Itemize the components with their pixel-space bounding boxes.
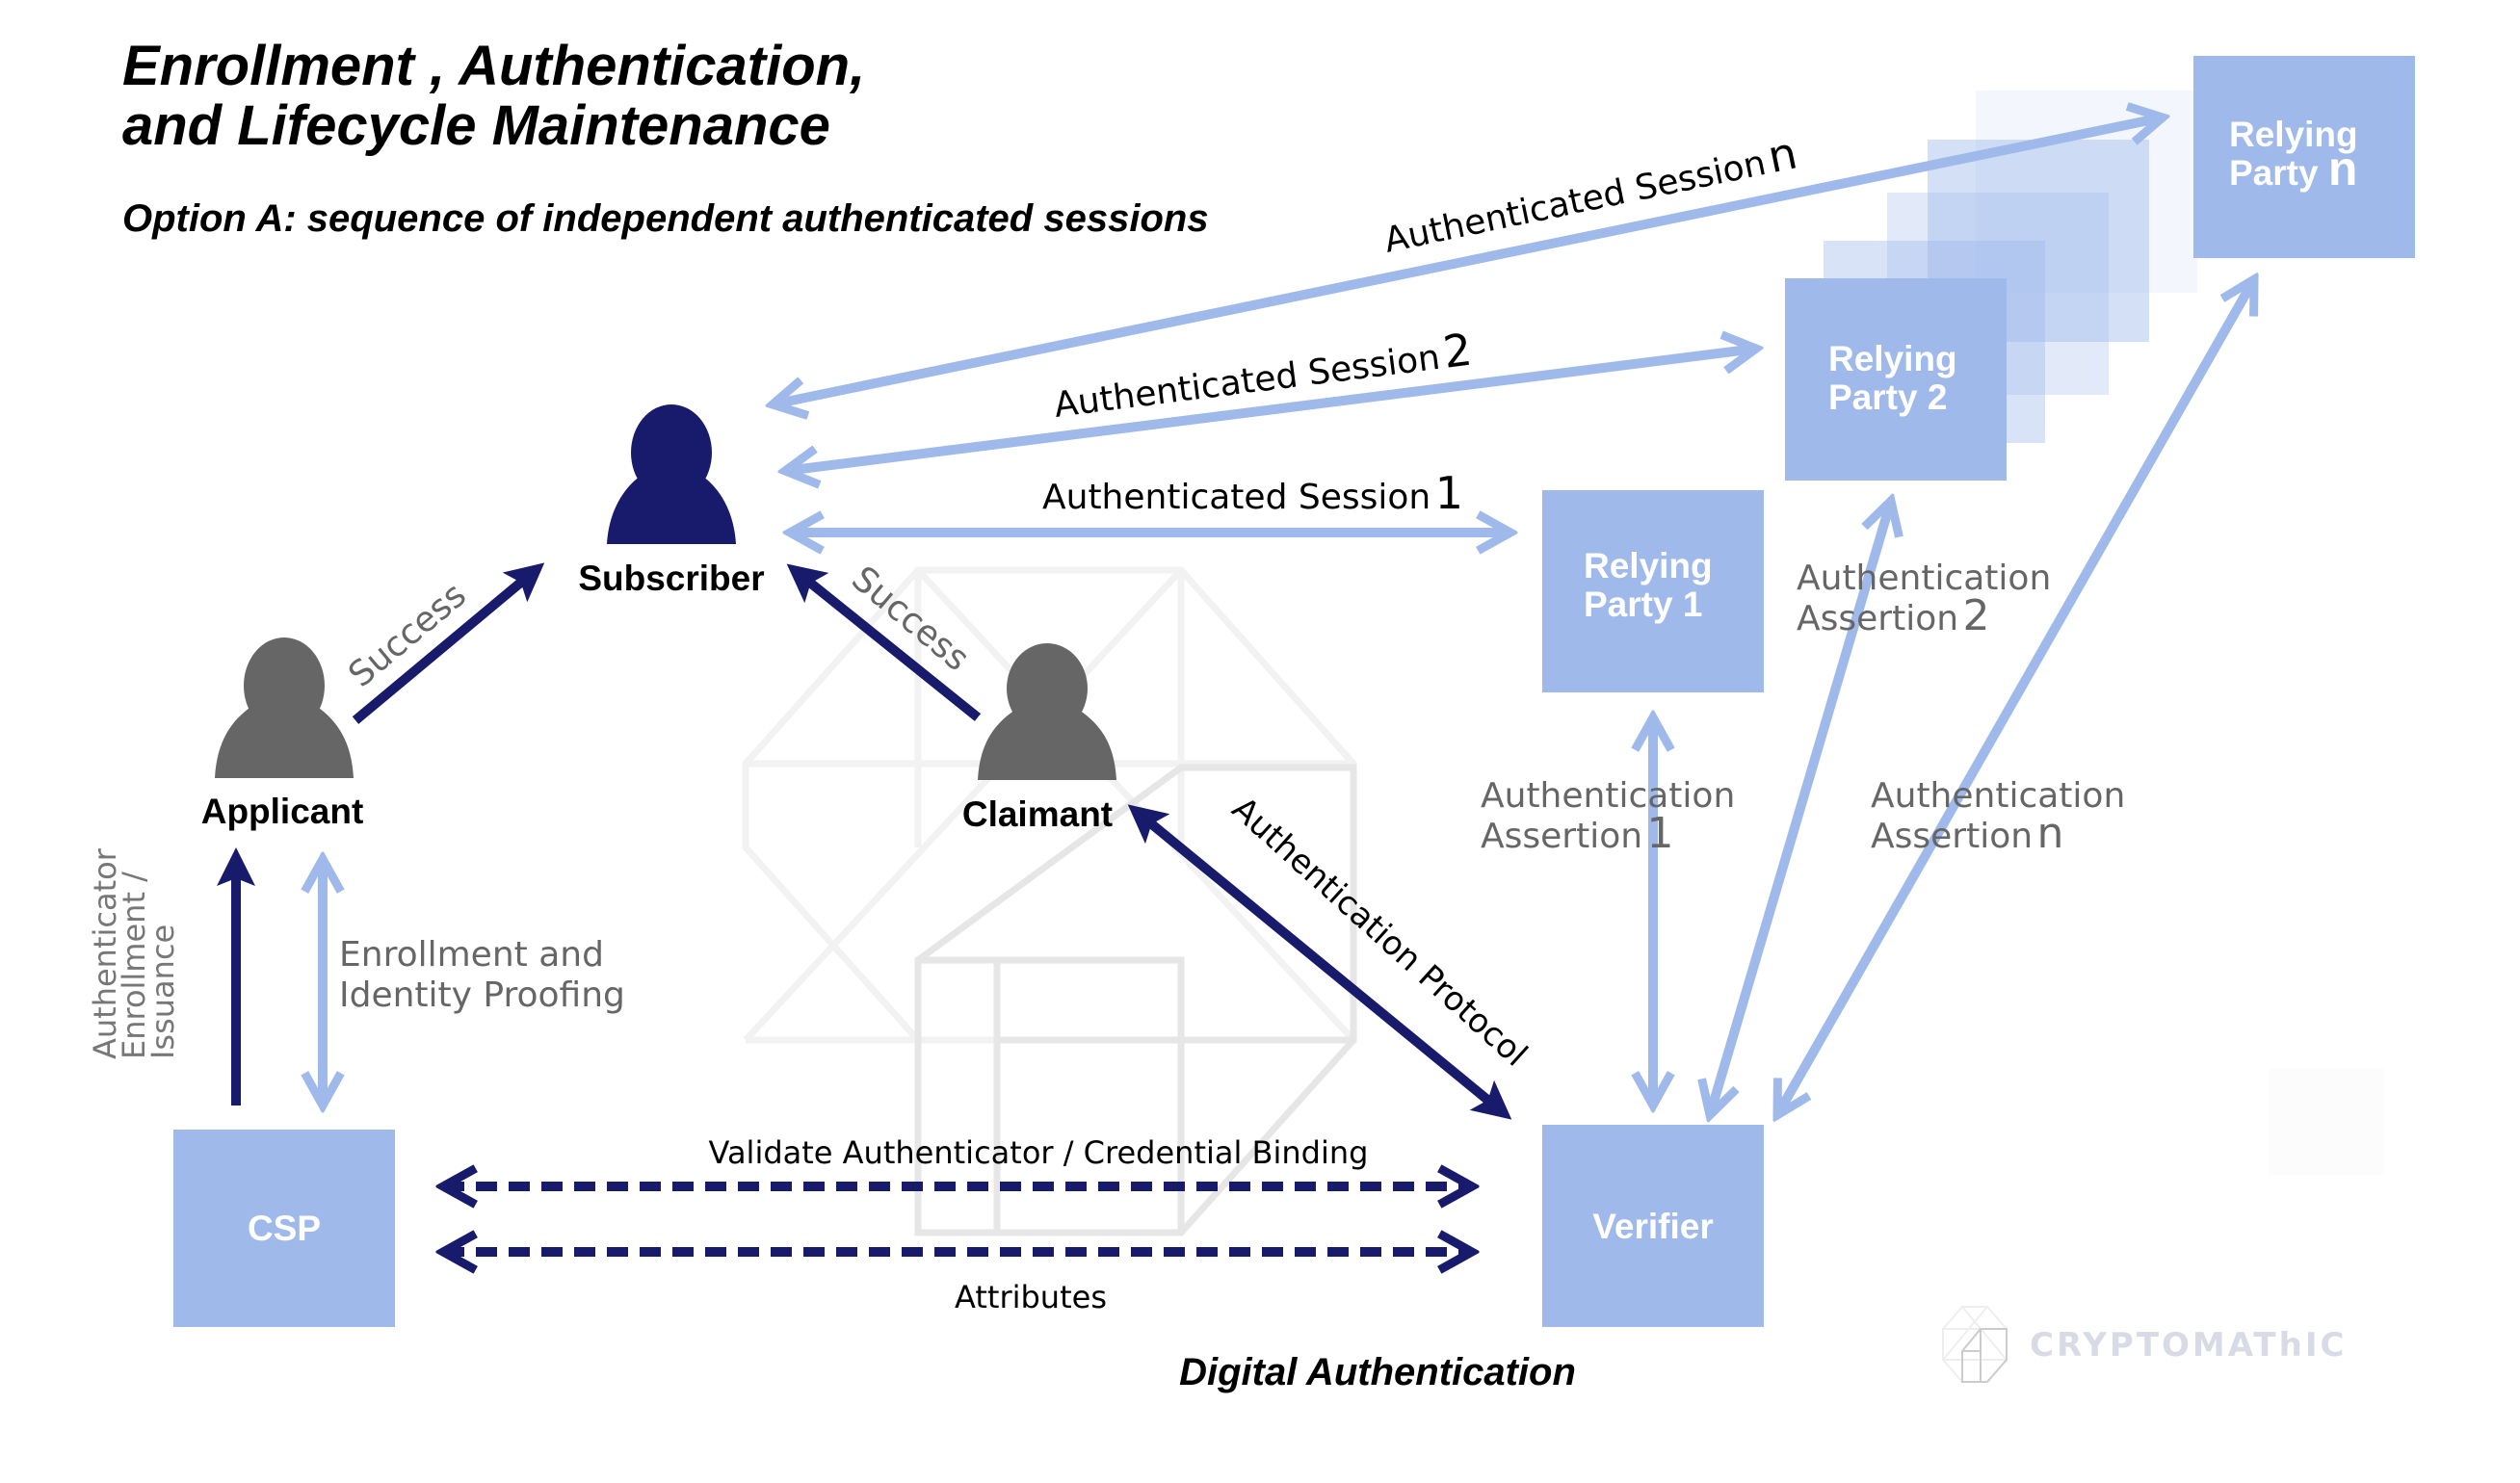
verifier-box[interactable]: Verifier (1542, 1125, 1764, 1327)
cryptomathic-logo: CRYPTOMAThIC (1942, 1306, 2347, 1383)
applicant-actor[interactable]: Applicant (201, 637, 364, 831)
success-claimant-arrow (786, 563, 982, 721)
relying-party-2-box[interactable]: Relying Party 2 (1785, 278, 2007, 481)
title-line-1: Enrollment , Authentication, (122, 35, 865, 97)
hypercube-logo-icon (1942, 1306, 2008, 1383)
rp1-label-line1: Relying (1584, 546, 1713, 585)
assertion-2-word: Assertion (1797, 599, 1958, 638)
assertion-2-line2: Assertion 2 (1797, 591, 1990, 640)
csp-label: CSP (248, 1209, 321, 1248)
relying-party-n-box[interactable]: Relying Party n (2193, 56, 2415, 258)
csp-box[interactable]: CSP (173, 1130, 395, 1327)
success-applicant-arrow (352, 562, 545, 724)
logo-text: CRYPTOMAThIC (2030, 1326, 2347, 1365)
session-n-label: Authenticated Session n (1378, 126, 1801, 262)
assertion-n-arrow (1777, 279, 2254, 1115)
assertion-n-line1: Authentication (1871, 776, 2125, 816)
assertion-1-label: Authentication Assertion 1 (1481, 776, 1735, 858)
session-1-label: Authenticated Session 1 (1042, 467, 1463, 519)
issuance-label-line3: Issuance (144, 924, 181, 1059)
assertion-2-num: 2 (1963, 591, 1990, 640)
issuance-label: Authenticator Enrollment / Issuance (87, 847, 181, 1059)
enrollment-label-line1: Enrollment and (339, 935, 604, 975)
assertion-n-line2: Assertion n (1871, 809, 2063, 858)
applicant-label: Applicant (201, 792, 364, 831)
issuance-label-line1: Authenticator (87, 847, 123, 1059)
enrollment-label-line2: Identity Proofing (339, 976, 625, 1015)
issuance-label-line2: Enrollment / (116, 872, 152, 1059)
assertion-2-line1: Authentication (1797, 559, 2051, 598)
assertion-1-line1: Authentication (1481, 776, 1735, 816)
faint-square (2269, 1069, 2384, 1175)
relying-party-1-box[interactable]: Relying Party 1 (1542, 490, 1764, 692)
session-2-num: 2 (1440, 324, 1475, 378)
rp2-label-line2: Party 2 (1828, 377, 1947, 417)
rpn-party-text: Party (2229, 153, 2319, 193)
assertion-1-num: 1 (1647, 809, 1674, 858)
rpn-label-line1: Relying (2229, 115, 2358, 154)
rpn-label-line2: Party n (2229, 142, 2357, 195)
claimant-label: Claimant (962, 794, 1113, 834)
assertion-n-label: Authentication Assertion n (1871, 776, 2125, 858)
claimant-actor[interactable]: Claimant (962, 643, 1116, 834)
session-n-num: n (1763, 126, 1801, 183)
rp2-label-line1: Relying (1828, 339, 1957, 378)
session-1-num: 1 (1435, 467, 1463, 519)
subscriber-label: Subscriber (578, 559, 764, 598)
attributes-label: Attributes (955, 1279, 1107, 1315)
verifier-label: Verifier (1592, 1207, 1713, 1246)
subtitle: Option A: sequence of independent authen… (122, 197, 1209, 240)
subscriber-actor[interactable]: Subscriber (578, 404, 765, 598)
authentication-protocol-arrow (1127, 804, 1512, 1120)
session-1-text: Authenticated Session (1042, 478, 1431, 517)
rp1-label-line2: Party 1 (1584, 585, 1702, 624)
claimant-person-icon (978, 643, 1116, 780)
assertion-n-word: Assertion (1871, 817, 2033, 856)
footer-caption: Digital Authentication (1179, 1351, 1576, 1393)
assertion-n-num: n (2037, 809, 2064, 858)
applicant-person-icon (215, 637, 354, 778)
title-line-2: and Lifecycle Maintenance (122, 94, 830, 157)
session-n-arrow (773, 117, 2163, 404)
subscriber-person-icon (607, 404, 736, 544)
assertion-1-line2: Assertion 1 (1481, 809, 1674, 858)
assertion-2-label: Authentication Assertion 2 (1797, 559, 2051, 640)
validate-binding-label: Validate Authenticator / Credential Bind… (709, 1134, 1369, 1171)
rpn-suffix: n (2328, 142, 2358, 195)
assertion-1-word: Assertion (1481, 817, 1642, 856)
